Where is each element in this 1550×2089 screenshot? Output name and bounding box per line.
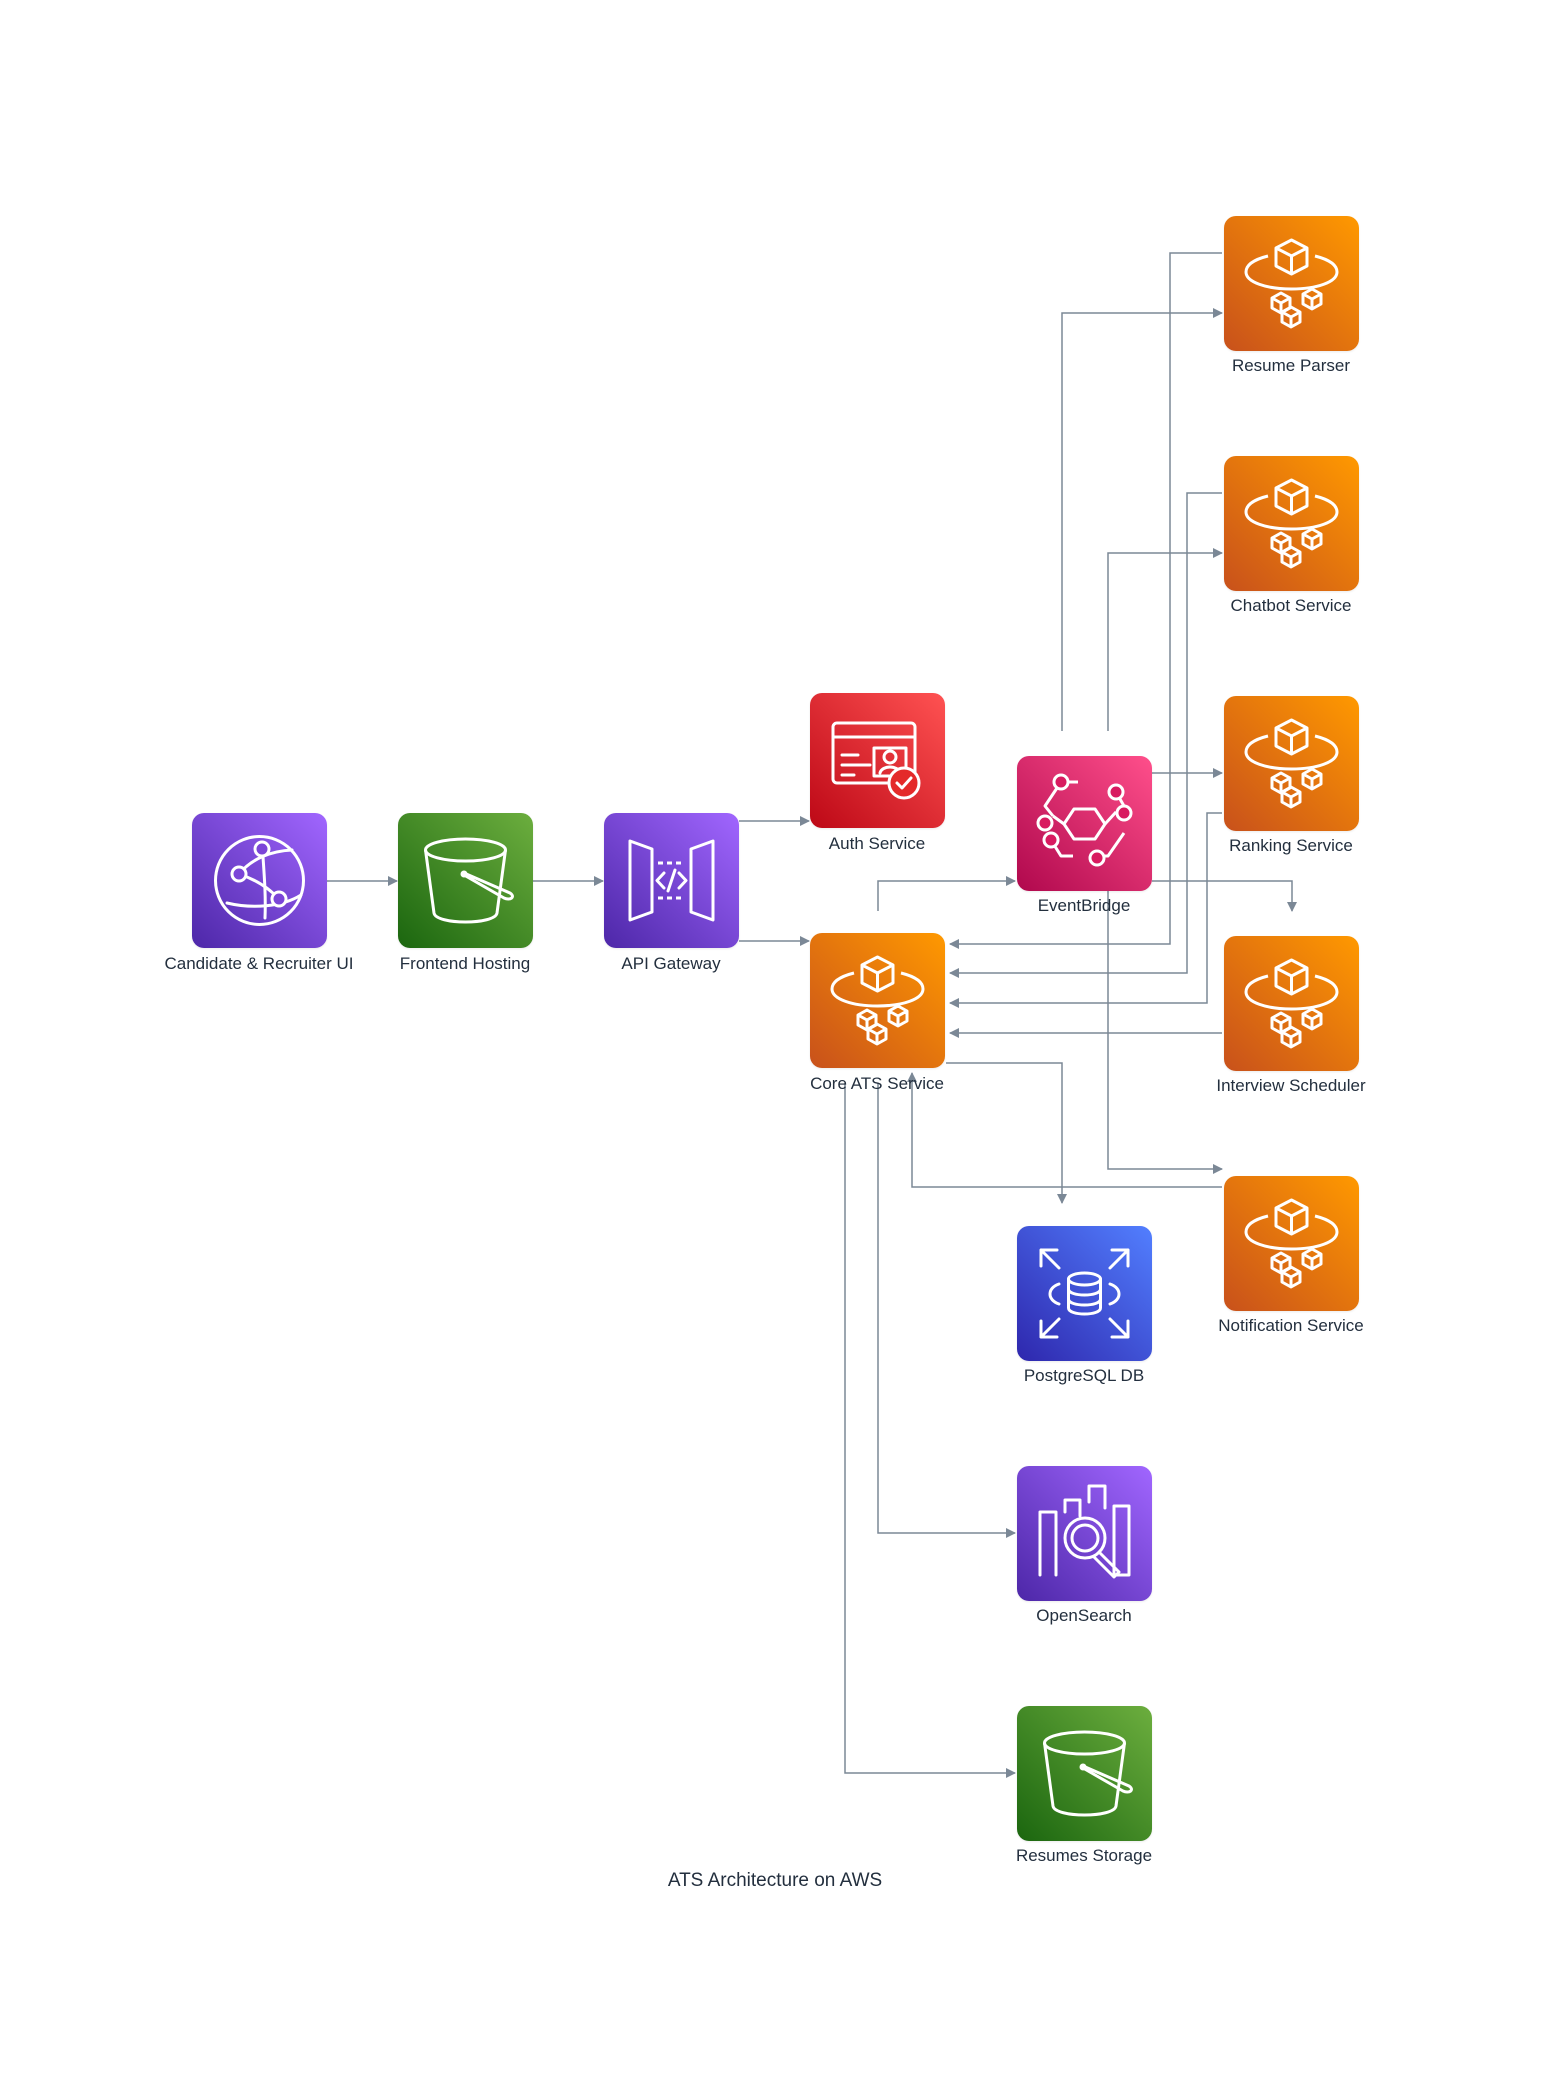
- api-gateway-icon: [628, 839, 715, 922]
- auth-node[interactable]: [810, 693, 945, 828]
- notification-label: Notification Service: [1218, 1316, 1364, 1335]
- edge-chatbot-core: [949, 492, 1222, 978]
- eventbridge-icon: [1036, 773, 1133, 867]
- frontend-label: Frontend Hosting: [399, 954, 531, 973]
- fargate-icon: [1244, 718, 1339, 809]
- edge-eventbridge-parser: [1061, 308, 1223, 731]
- diagram-title: ATS Architecture on AWS: [667, 1870, 883, 1891]
- parser-node[interactable]: [1224, 216, 1359, 351]
- postgres-node[interactable]: [1017, 1226, 1152, 1361]
- apigw-node[interactable]: [604, 813, 739, 948]
- s3-bucket-icon: [424, 837, 514, 924]
- notification-node[interactable]: [1224, 1176, 1359, 1311]
- identity-card-icon: [831, 721, 921, 800]
- eventbridge-node[interactable]: [1017, 756, 1152, 891]
- scheduler-node[interactable]: [1224, 936, 1359, 1071]
- ranking-node[interactable]: [1224, 696, 1359, 831]
- opensearch-node[interactable]: [1017, 1466, 1152, 1601]
- edge-eventbridge-chatbot: [1107, 548, 1223, 731]
- chatbot-label: Chatbot Service: [1230, 596, 1352, 615]
- chatbot-node[interactable]: [1224, 456, 1359, 591]
- edge-eventbridge-scheduler: [1152, 880, 1297, 912]
- frontend-node[interactable]: [398, 813, 533, 948]
- edge-notification-core: [907, 1072, 1222, 1188]
- opensearch-icon: [1038, 1484, 1131, 1579]
- ui-node[interactable]: [192, 813, 327, 948]
- edge-core-postgres: [946, 1062, 1067, 1204]
- fargate-icon: [1244, 958, 1339, 1049]
- edge-ranking-core: [949, 812, 1222, 1008]
- resumes-node[interactable]: [1017, 1706, 1152, 1841]
- edge-eventbridge-notification: [1107, 891, 1223, 1174]
- cloudfront-icon: [214, 835, 305, 926]
- fargate-icon: [1244, 478, 1339, 569]
- postgres-label: PostgreSQL DB: [1023, 1366, 1145, 1385]
- edge-core-eventbridge: [877, 876, 1016, 911]
- fargate-icon: [1244, 1198, 1339, 1289]
- ranking-label: Ranking Service: [1229, 836, 1353, 855]
- resumes-label: Resumes Storage: [1015, 1846, 1153, 1865]
- edge-core-opensearch: [877, 1083, 1016, 1538]
- ui-label: Candidate & Recruiter UI: [164, 954, 354, 973]
- core-node[interactable]: [810, 933, 945, 1068]
- scheduler-label: Interview Scheduler: [1216, 1076, 1366, 1095]
- s3-bucket-icon: [1043, 1730, 1133, 1817]
- parser-label: Resume Parser: [1231, 356, 1351, 375]
- fargate-icon: [1244, 238, 1339, 329]
- core-label: Core ATS Service: [810, 1074, 944, 1093]
- edge-parser-core: [949, 252, 1222, 949]
- fargate-icon: [830, 955, 925, 1046]
- eventbridge-label: EventBridge: [1037, 896, 1131, 915]
- apigw-label: API Gateway: [621, 954, 721, 973]
- auth-label: Auth Service: [828, 834, 926, 853]
- edge-core-resumes: [844, 1083, 1016, 1778]
- opensearch-label: OpenSearch: [1036, 1606, 1132, 1625]
- rds-icon: [1039, 1248, 1130, 1339]
